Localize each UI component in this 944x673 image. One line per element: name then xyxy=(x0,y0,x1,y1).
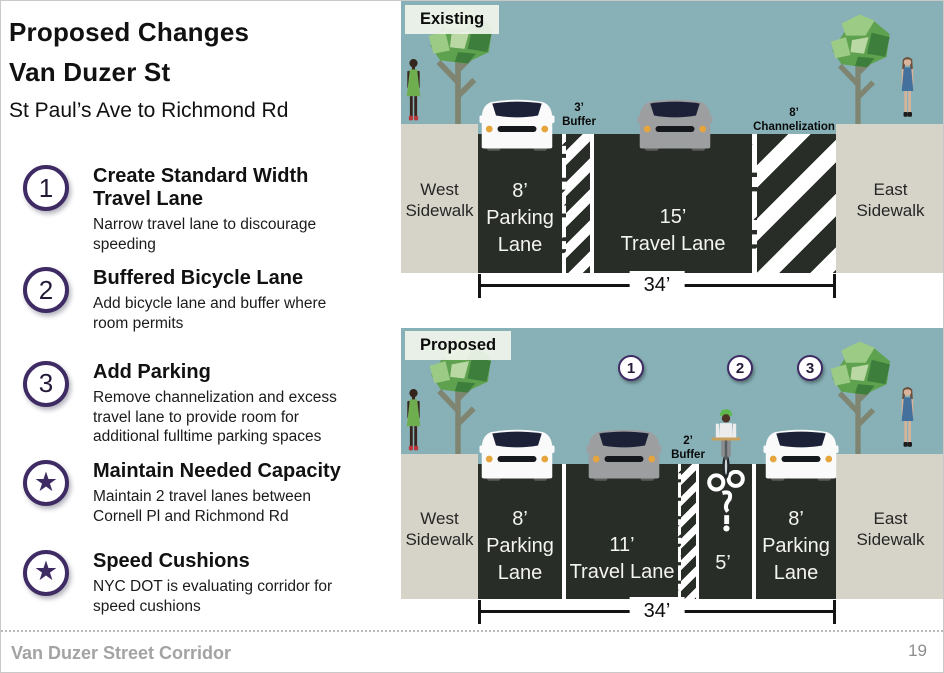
travel-lane-label: 15’Travel Lane xyxy=(620,206,726,255)
badge-3: 3 xyxy=(797,355,823,381)
east-sidewalk xyxy=(836,124,943,273)
number-1-icon: 1 xyxy=(23,165,69,212)
subtitle: St Paul’s Ave to Richmond Rd xyxy=(9,99,289,123)
item-body: Narrow travel lane to discourage speedin… xyxy=(93,216,317,254)
star-icon: ★ xyxy=(23,460,69,507)
west-sidewalk xyxy=(401,124,478,273)
proposed-tag: Proposed xyxy=(405,331,512,360)
badge-1: 1 xyxy=(618,355,644,381)
list-item-5: ★ Speed Cushions NYC DOT is evaluating c… xyxy=(23,549,387,617)
lane-line xyxy=(562,464,566,599)
number-3-icon: 3 xyxy=(23,360,69,407)
page-number: 19 xyxy=(908,641,927,660)
badge-2: 2 xyxy=(727,355,753,381)
street-title: Van Duzer St xyxy=(9,57,171,88)
item-body: Maintain 2 travel lanes between Cornell … xyxy=(93,488,311,525)
item-heading: Create Standard Width Travel Lane xyxy=(93,165,309,211)
pedestrian-icon xyxy=(897,56,918,125)
lane-line xyxy=(752,464,756,599)
pedestrian-icon xyxy=(403,58,424,125)
buffer-width-label: 2’Buffer xyxy=(671,435,705,462)
channelization-width-label: 8’Channelization xyxy=(753,107,835,134)
item-heading: Buffered Bicycle Lane xyxy=(93,267,304,290)
total-width-value: 34’ xyxy=(629,597,685,626)
car-icon xyxy=(479,417,555,483)
car-icon xyxy=(637,87,713,153)
travel-lane-label: 11’Travel Lane xyxy=(569,534,675,583)
list-item-2: 2 Buffered Bicycle Lane Add bicycle lane… xyxy=(23,267,387,334)
item-heading: Speed Cushions xyxy=(93,549,250,572)
buffer-width-label: 3’Buffer xyxy=(562,102,596,129)
existing-tag: Existing xyxy=(405,5,500,34)
footer-title: Van Duzer Street Corridor xyxy=(11,643,232,663)
car-icon xyxy=(586,417,662,483)
item-body: Add bicycle lane and buffer where room p… xyxy=(93,295,327,332)
item-body: NYC DOT is evaluating corridor for speed… xyxy=(93,577,333,615)
number-2-icon: 2 xyxy=(23,267,69,314)
bike-lane-label: 5’ xyxy=(715,552,731,574)
item-body: Remove channelization and excess travel … xyxy=(93,388,337,446)
list-item-4: ★ Maintain Needed Capacity Maintain 2 tr… xyxy=(23,460,387,527)
left-panel: Proposed Changes Van Duzer St St Paul’s … xyxy=(1,1,401,631)
car-icon xyxy=(763,417,839,483)
list-item-1: 1 Create Standard Width Travel Lane Narr… xyxy=(23,165,387,255)
pedestrian-icon xyxy=(897,386,918,455)
pedestrian-icon xyxy=(403,388,424,455)
buffer-hatch xyxy=(562,134,594,273)
east-sidewalk xyxy=(836,454,943,599)
total-width-dimension: 34’ xyxy=(478,597,836,626)
footer-divider xyxy=(1,630,943,632)
buffer-hatch xyxy=(678,464,699,599)
changes-list: 1 Create Standard Width Travel Lane Narr… xyxy=(23,165,387,616)
page-title: Proposed Changes xyxy=(9,17,250,47)
item-heading: Maintain Needed Capacity xyxy=(93,460,341,483)
west-sidewalk xyxy=(401,454,478,599)
item-heading: Add Parking xyxy=(93,360,211,383)
channelization-hatch xyxy=(752,134,836,273)
total-width-value: 34’ xyxy=(629,271,685,300)
list-item-3: 3 Add Parking Remove channelization and … xyxy=(23,360,387,447)
star-icon: ★ xyxy=(23,549,69,596)
total-width-dimension: 34’ xyxy=(478,271,836,300)
